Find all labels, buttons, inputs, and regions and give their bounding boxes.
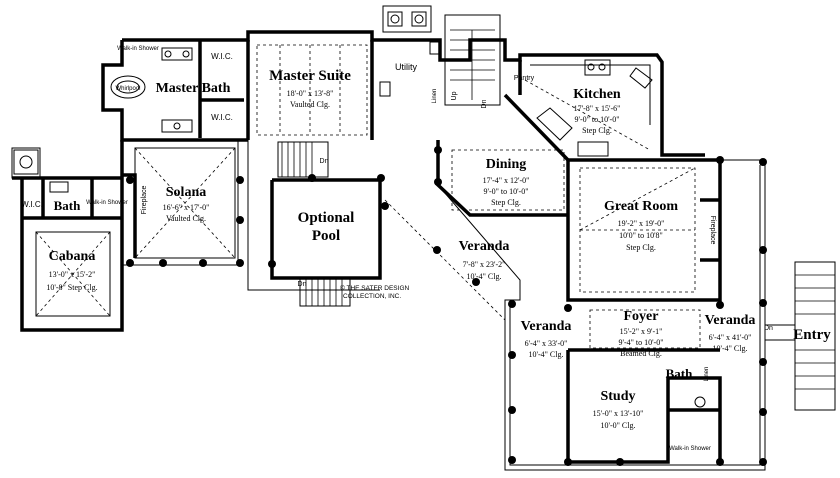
great-room-name: Great Room <box>604 199 678 214</box>
veranda-1-dim: 7'-8" x 23'-2" <box>463 260 506 269</box>
bath-fixtures <box>13 11 706 408</box>
master-suite-ceiling: Vaulted Clg. <box>290 100 330 109</box>
dining-dim: 17'-4" x 12'-0" <box>483 176 530 185</box>
dining-ceiling-type: Step Clg. <box>491 198 521 207</box>
exterior-walls <box>12 30 836 471</box>
veranda-3-name: Veranda <box>705 313 756 328</box>
veranda-3-ceiling: 10'-4" Clg. <box>713 344 748 353</box>
wic-3-label: W.I.C. <box>21 200 43 209</box>
dn-label-2: Dn <box>320 158 329 165</box>
bath-2-name: Bath <box>666 366 694 381</box>
master-bath-name: Master Bath <box>156 81 231 96</box>
wic-2-label: W.I.C. <box>211 113 233 122</box>
thin-frames <box>11 5 501 317</box>
kitchen-name: Kitchen <box>573 87 621 102</box>
walkin-shower-2-label: Walk-in Shower <box>86 200 128 206</box>
walkin-shower-1-label: Walk-in Shower <box>117 46 159 52</box>
great-room-ceiling-type: Step Clg. <box>626 243 656 252</box>
wic-1-label: W.I.C. <box>211 52 233 61</box>
stairs <box>277 29 835 390</box>
kitchen-counters <box>530 59 653 157</box>
linen-1-label: Linen <box>432 89 438 104</box>
copyright-line1: © THE SATER DESIGN <box>340 284 410 292</box>
study-name: Study <box>600 389 635 404</box>
linen-2-label: Linen <box>704 367 710 382</box>
solana-ceiling: Vaulted Clg. <box>166 214 206 223</box>
kitchen-dim: 17'-8" x 15'-6" <box>574 104 621 113</box>
copyright-line2: COLLECTION, INC. <box>343 293 401 300</box>
pool-name-line2: Pool <box>312 228 340 244</box>
columns <box>126 146 767 466</box>
veranda-1-name: Veranda <box>459 239 510 254</box>
dn-label-1: Dn <box>481 99 488 108</box>
foyer-dim: 15'-2" x 9'-1" <box>620 327 663 336</box>
veranda-1-ceiling: 10'-4" Clg. <box>467 272 502 281</box>
up-label: Up <box>451 91 458 100</box>
cabana-name: Cabana <box>49 249 96 264</box>
dn-label-4: Dn <box>764 325 773 332</box>
veranda-2-dim: 6'-4" x 33'-0" <box>525 339 568 348</box>
utility-name: Utility <box>395 62 417 72</box>
study-ceiling: 10'-0" Clg. <box>601 421 636 430</box>
fireplace-2-label: Fireplace <box>709 216 716 245</box>
walkin-shower-3-label: Walk-in Shower <box>669 446 711 452</box>
dining-ceiling: 9'-0" to 10'-0" <box>484 187 529 196</box>
kitchen-ceiling-type: Step Clg. <box>582 126 612 135</box>
pantry-label: Pantry <box>514 75 535 82</box>
cabana-ceiling: 10'-8" Step Clg. <box>46 283 97 292</box>
foyer-name: Foyer <box>624 309 659 324</box>
pool-name-line1: Optional <box>298 210 355 226</box>
veranda-2-name: Veranda <box>521 319 572 334</box>
study-dim: 15'-0" x 13'-10" <box>593 409 644 418</box>
bath-1-name: Bath <box>54 198 82 213</box>
master-suite-name: Master Suite <box>269 68 351 84</box>
dining-name: Dining <box>486 157 526 172</box>
entry-name: Entry <box>793 327 831 343</box>
foyer-ceiling: 9'-4" to 10'-0" <box>619 338 664 347</box>
great-room-ceiling: 10'0" to 10'8" <box>619 231 663 240</box>
veranda-3-dim: 6'-4" x 41'-0" <box>709 333 752 342</box>
solana-name: Solana <box>166 185 206 200</box>
solana-dim: 16'-6" x 17'-0" <box>163 203 210 212</box>
fireplace-1-label: Fireplace <box>141 186 148 215</box>
room-labels: Master Suite 18'-0" x 13'-8" Vaulted Clg… <box>21 46 831 452</box>
dn-label-3: Dn <box>298 281 307 288</box>
great-room-dim: 19'-2" x 19'-0" <box>618 219 665 228</box>
cabana-dim: 13'-0" x 15'-2" <box>49 270 96 279</box>
foyer-ceiling-type: Beamed Clg. <box>620 349 662 358</box>
kitchen-ceiling: 9'-0" to 10'-0" <box>575 115 620 124</box>
ceiling-lines <box>35 44 701 349</box>
master-suite-dim: 18'-0" x 13'-8" <box>287 89 334 98</box>
veranda-2-ceiling: 10'-4" Clg. <box>529 350 564 359</box>
whirlpool-label: Whirlpool <box>115 86 140 92</box>
